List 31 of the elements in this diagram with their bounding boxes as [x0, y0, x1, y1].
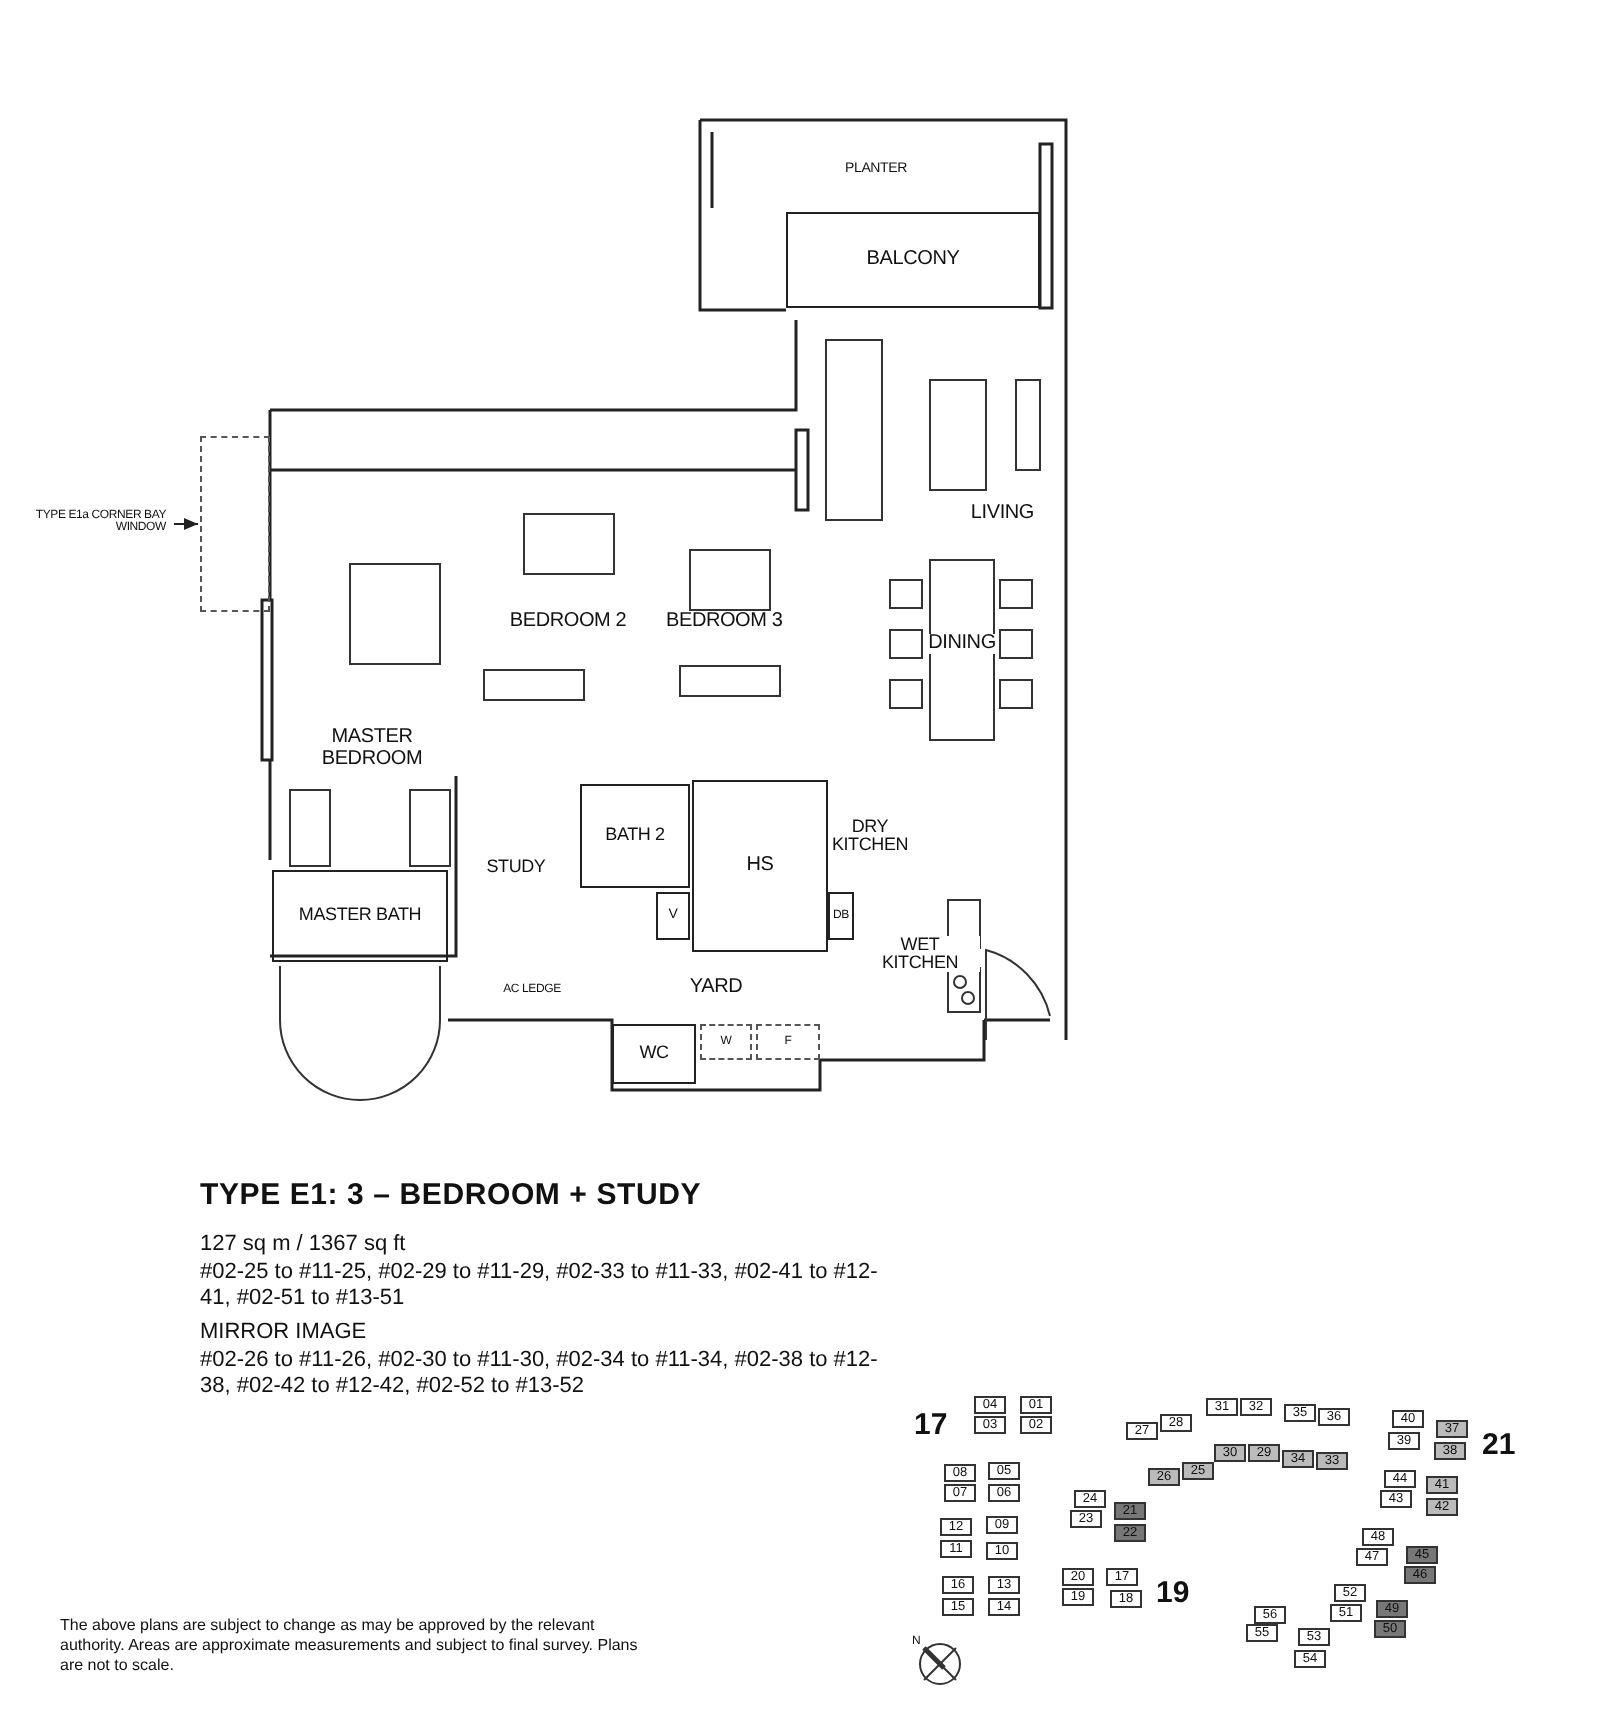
room-label: DRY KITCHEN: [829, 817, 911, 855]
unit-list: #02-26 to #11-26, #02-30 to #11-30, #02-34 to #11-34, #02-38 to #12-38, #02-42 to #12-42, #02-52 to #13-52: [200, 1348, 900, 1400]
disclaimer-note: The above plans are subject to change as may be approved by the relevant authority. Areas are approximate measurements and subject to final survey. Plans are not to scale.: [60, 1616, 640, 1676]
mirror-heading: MIRROR IMAGE: [200, 1320, 369, 1346]
room-label: BALCONY: [864, 249, 962, 271]
appliance-space-outline: [756, 1024, 820, 1060]
room-outline: [656, 892, 690, 940]
room-outline: [692, 780, 828, 952]
block-number: 17: [914, 1408, 948, 1442]
room-label: STUDY: [484, 857, 548, 877]
room-outline: [786, 212, 1040, 308]
room-outline: [612, 1024, 696, 1084]
room-label: WC: [637, 1044, 671, 1064]
area-text: 127 sq m / 1367 sq ft: [200, 1232, 408, 1258]
room-label: BATH 2: [603, 826, 667, 846]
room-label: DINING: [926, 633, 998, 655]
unit-list: #02-25 to #11-25, #02-29 to #11-29, #02-33 to #11-33, #02-41 to #12-41, #02-51 to #13-51: [200, 1260, 900, 1312]
room-outline: [828, 892, 854, 940]
room-label: LIVING: [968, 503, 1036, 524]
bay-window-outline: [200, 436, 270, 612]
plan-title: TYPE E1: 3 – BEDROOM + STUDY: [200, 1178, 702, 1212]
block-number: 19: [1156, 1576, 1190, 1610]
room-outline: [580, 784, 690, 888]
room-outline: [272, 870, 448, 962]
appliance-space-outline: [700, 1024, 752, 1060]
leader-arrow: [173, 518, 199, 530]
room-label: BEDROOM 2: [507, 611, 629, 633]
room-label: MASTER BATH: [296, 906, 424, 926]
room-label: BEDROOM 3: [664, 611, 785, 633]
room-label: HS: [744, 855, 776, 877]
block-number: 21: [1482, 1428, 1516, 1462]
